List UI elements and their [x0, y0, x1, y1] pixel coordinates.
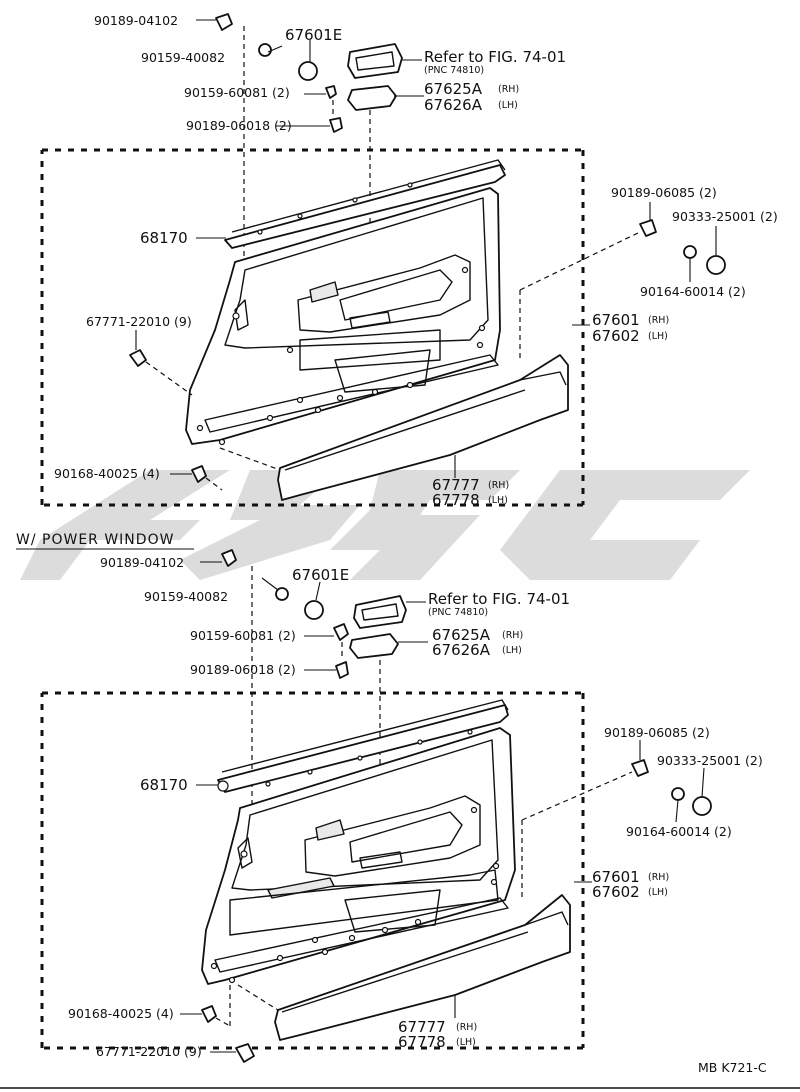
screw-90168-40025: [170, 465, 223, 491]
label-68170: 68170: [140, 776, 188, 794]
section-label: W/ POWER WINDOW: [16, 532, 174, 548]
label-67625a: 67625A: [424, 80, 483, 98]
watermark-logo: [20, 470, 750, 580]
label-90164-60014: 90164-60014 (2): [626, 824, 732, 839]
screw-90159-40082: [258, 43, 283, 57]
cap-90333-25001-lower: [692, 767, 712, 816]
label-67778: 67778: [432, 491, 480, 509]
label-68170: 68170: [140, 229, 188, 247]
clip-90189-06085: [639, 202, 657, 237]
suffix-rh: (RH): [498, 84, 519, 95]
clip-67771-22010-lower: [210, 1043, 255, 1063]
upper-labels: 90189-04102 90159-40082 67601E Refer to …: [54, 13, 778, 509]
screw-90159-40082-lower: [261, 577, 289, 601]
label-67601e: 67601E: [285, 26, 342, 44]
suffix-lh: (LH): [502, 645, 522, 656]
clip-67771-22010: [129, 330, 193, 396]
label-90189-04102: 90189-04102: [100, 555, 184, 570]
screw-90164-60014-lower: [671, 787, 685, 823]
label-67771-22010: 67771-22010 (9): [96, 1044, 202, 1059]
cap-67601e-lower: [304, 581, 324, 620]
cap-90333-25001: [706, 226, 726, 275]
label-90189-06018: 90189-06018 (2): [190, 662, 296, 677]
clip-90189-06085-lower: [631, 740, 649, 777]
suffix-rh: (RH): [488, 480, 509, 491]
suffix-rh: (RH): [456, 1022, 477, 1033]
label-90159-40082: 90159-40082: [144, 589, 228, 604]
label-67777: 67777: [432, 476, 480, 494]
screw-90159-60081: [304, 85, 337, 99]
clip-90189-04102-lower: [200, 549, 237, 567]
label-90189-04102: 90189-04102: [94, 13, 178, 28]
label-67601e: 67601E: [292, 566, 349, 584]
screw-90159-60081-lower: [304, 623, 349, 641]
cap-67601e: [298, 40, 318, 81]
label-90168-40025: 90168-40025 (4): [68, 1006, 174, 1021]
label-67626a: 67626A: [432, 641, 491, 659]
door-trim-panel-67601: [185, 159, 506, 446]
pocket-67777-lower: [274, 894, 571, 1041]
label-67602: 67602: [592, 327, 640, 345]
handle-bezel-67625a-lower: [349, 633, 428, 659]
section-heading: W/ POWER WINDOW: [16, 532, 194, 550]
label-90333-25001: 90333-25001 (2): [657, 753, 763, 768]
label-90189-06085: 90189-06085 (2): [611, 185, 717, 200]
label-67602: 67602: [592, 883, 640, 901]
label-90189-06018: 90189-06018 (2): [186, 118, 292, 133]
suffix-lh: (LH): [648, 887, 668, 898]
label-pnc: (PNC 74810): [424, 65, 484, 76]
door-trim-panel-lower: [201, 699, 516, 985]
switch-base-lower: [353, 595, 426, 629]
suffix-lh: (LH): [498, 100, 518, 111]
footer-code: MB K721-C: [698, 1060, 767, 1075]
screw-90164-60014: [683, 245, 697, 282]
label-67777: 67777: [398, 1018, 446, 1036]
upper-diagram: [40, 13, 726, 507]
suffix-rh: (RH): [648, 872, 669, 883]
label-90189-06085: 90189-06085 (2): [604, 725, 710, 740]
suffix-lh: (LH): [648, 331, 668, 342]
label-90159-60081: 90159-60081 (2): [190, 628, 296, 643]
suffix-lh: (LH): [456, 1037, 476, 1048]
lower-diagram: [40, 549, 712, 1063]
label-67625a: 67625A: [432, 626, 491, 644]
label-90333-25001: 90333-25001 (2): [672, 209, 778, 224]
lower-labels: 90189-04102 67601E 90159-40082 Refer to …: [68, 555, 763, 1059]
clip-90189-06018: [276, 117, 343, 133]
switch-base: [347, 43, 422, 79]
label-refer-fig: Refer to FIG. 74-01: [424, 48, 566, 66]
label-refer-fig: Refer to FIG. 74-01: [428, 590, 570, 608]
clip-90189-04102: [196, 13, 233, 31]
handle-bezel-67625a: [347, 85, 424, 111]
label-90164-60014: 90164-60014 (2): [640, 284, 746, 299]
label-67771-22010: 67771-22010 (9): [86, 314, 192, 329]
label-67601: 67601: [592, 868, 640, 886]
suffix-rh: (RH): [648, 315, 669, 326]
clip-90189-06018-lower: [304, 661, 349, 679]
label-90159-60081: 90159-60081 (2): [184, 85, 290, 100]
suffix-rh: (RH): [502, 630, 523, 641]
suffix-lh: (LH): [488, 495, 508, 506]
pocket-67777: [277, 354, 569, 501]
label-67778: 67778: [398, 1033, 446, 1051]
label-pnc: (PNC 74810): [428, 607, 488, 618]
label-90159-40082: 90159-40082: [141, 50, 225, 65]
label-67626a: 67626A: [424, 96, 483, 114]
label-67601: 67601: [592, 311, 640, 329]
label-90168-40025: 90168-40025 (4): [54, 466, 160, 481]
screw-90168-40025-lower: [180, 985, 231, 1027]
